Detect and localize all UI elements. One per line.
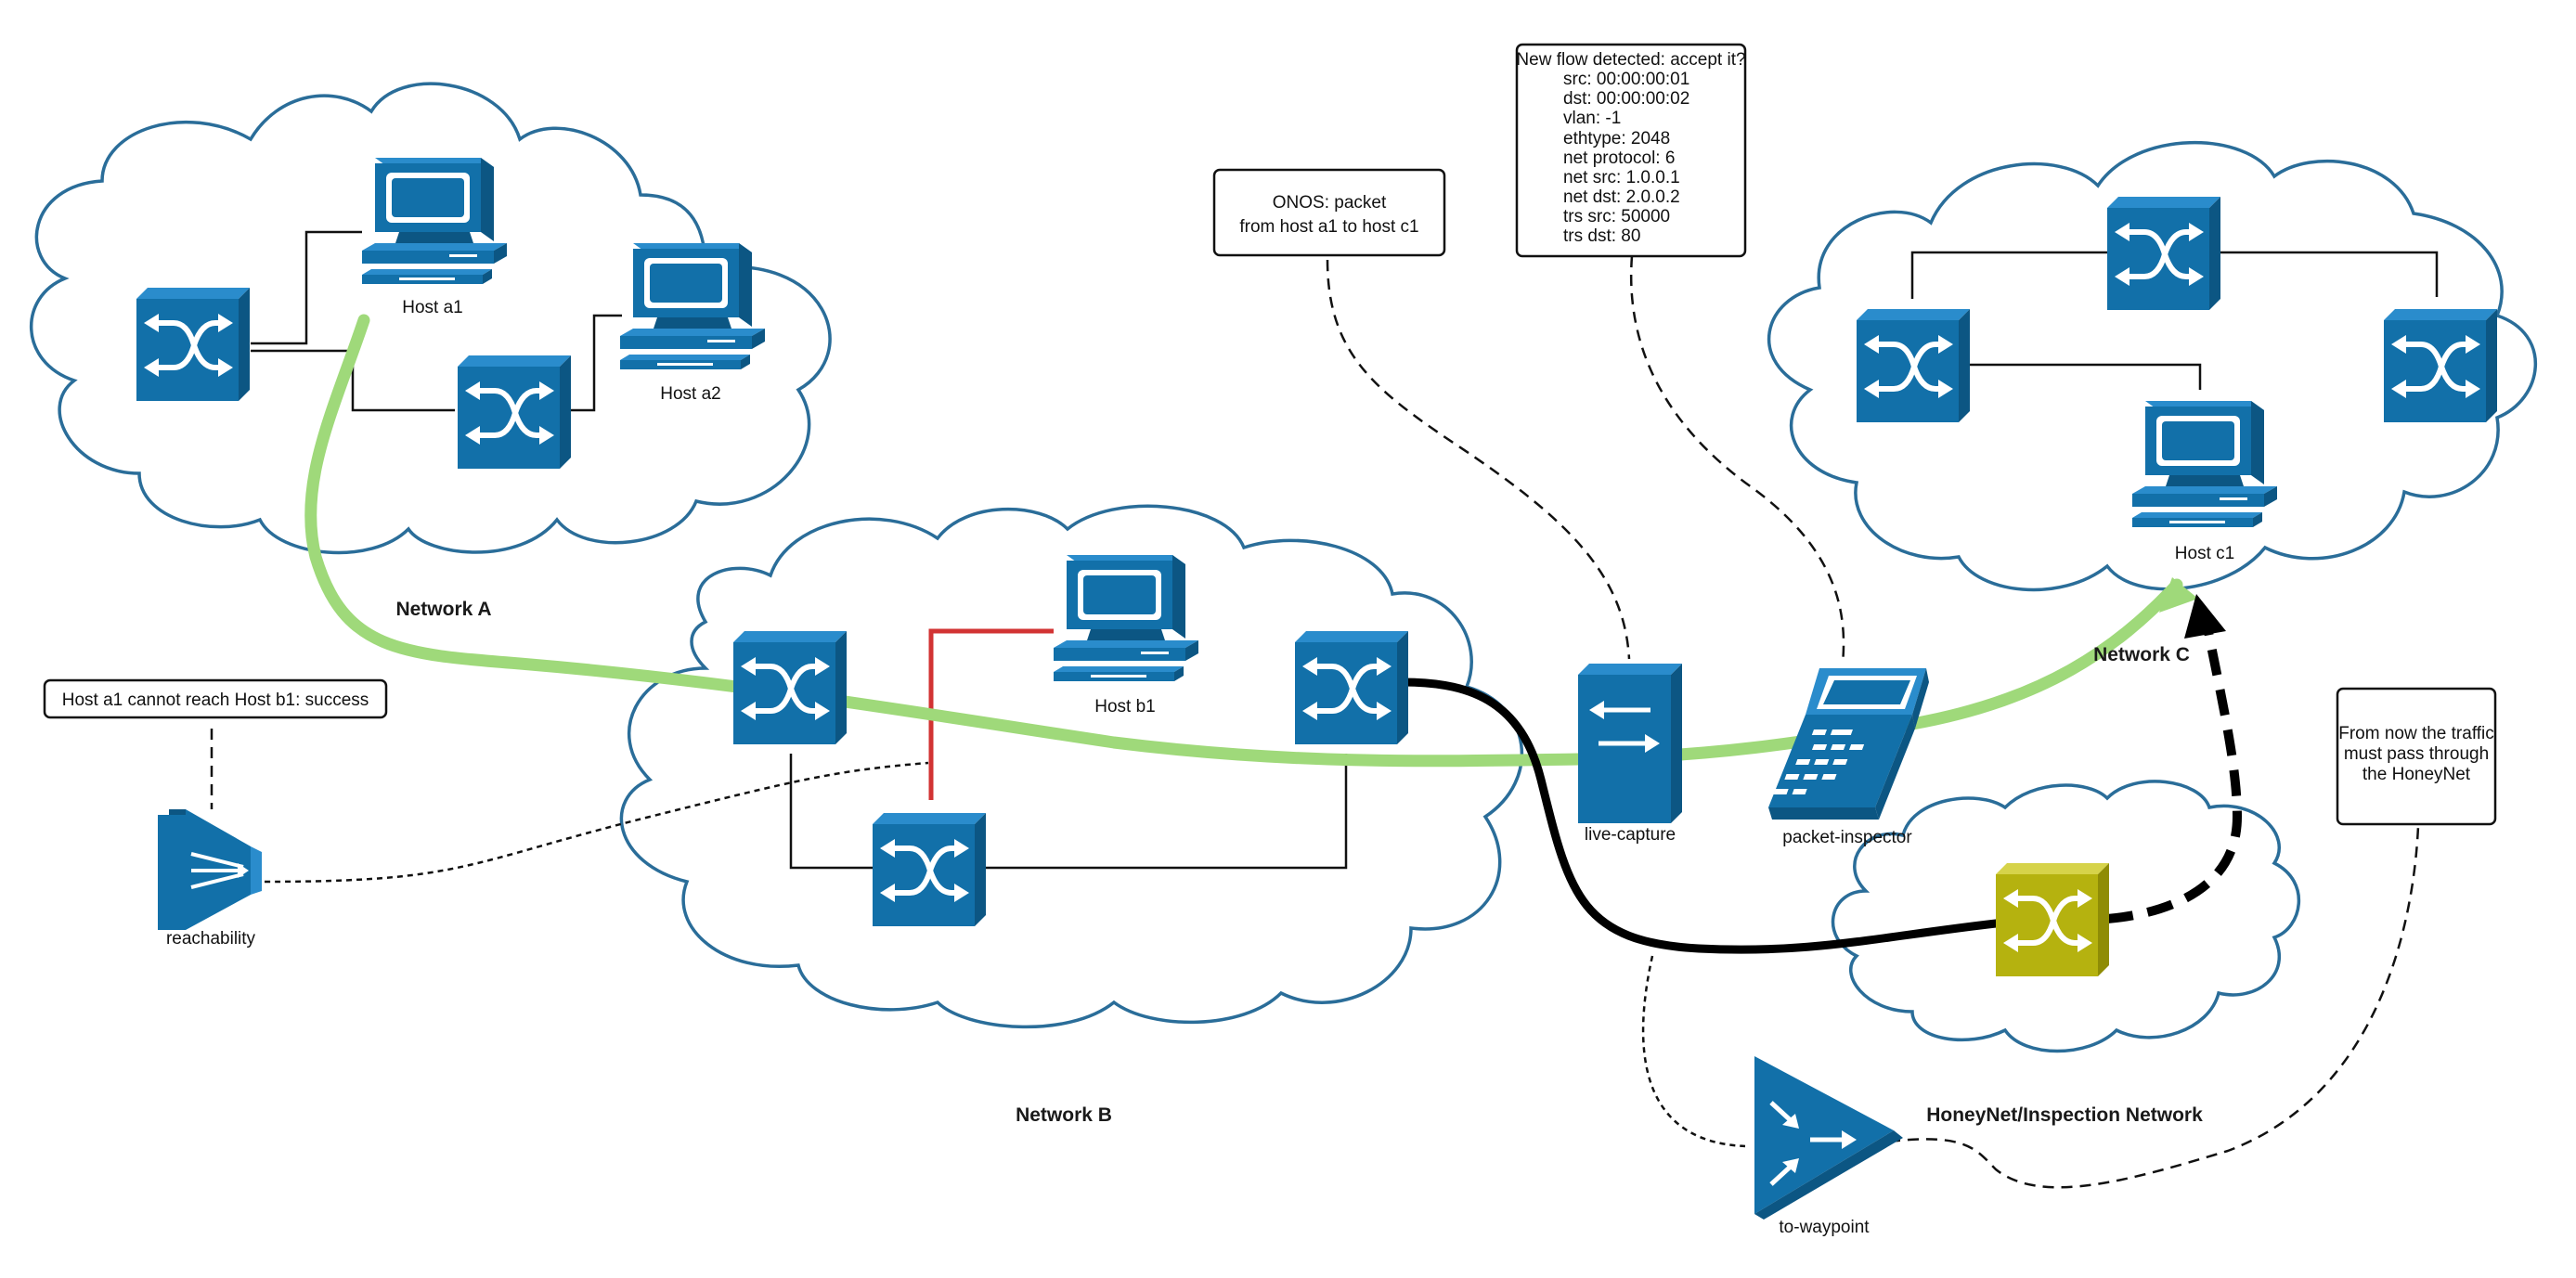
honeynet-notice-line-1: From now the traffic [2338,724,2494,743]
switch-c2[interactable] [2107,197,2220,310]
cloud-network-c [1767,141,2537,592]
honeynet-notice-line-2: must pass through [2344,744,2489,764]
allowed-path-arrowhead [2159,577,2198,613]
link-a-s2-host-a2 [562,314,622,412]
network-a-label: Network A [395,599,491,620]
switch-honeynet[interactable] [1996,863,2109,976]
redirected-path-arrowhead [2184,594,2226,639]
reach-status-note: Host a1 cannot reach Host b1: success [43,678,388,719]
host-a1-label: Host a1 [402,298,462,317]
redirected-path-dashed [2106,612,2243,923]
flow-field-net-dst: net dst: 2.0.0.2 [1563,187,1680,207]
network-b-label: Network B [1016,1104,1112,1126]
link-a-s1-host-a1 [251,230,362,345]
live-capture-label: live-capture [1585,825,1676,845]
switch-a1[interactable] [136,288,250,401]
honeynet-label: HoneyNet/Inspection Network [1926,1104,2203,1126]
switch-c1[interactable] [1857,309,1970,422]
onos-packet-line-2: from host a1 to host c1 [1239,217,1418,237]
link-c-s1-host-c1 [1968,363,2202,390]
dashed-waypoint-to-notice [1888,825,2420,1189]
packet-inspector-label: packet-inspector [1782,828,1912,847]
network-c-label: Network C [2093,644,2190,665]
link-a-s1-s2 [251,349,455,412]
flow-prompt-title: New flow detected: accept it? [1516,50,1745,70]
reachability-app[interactable] [158,809,262,930]
reach-status-text: Host a1 cannot reach Host b1: success [62,691,369,710]
dashed-onos-note [1326,259,1631,660]
link-b-s1-s3 [789,754,873,870]
to-waypoint-app[interactable] [1754,1056,1903,1220]
flow-field-trs-src: trs src: 50000 [1563,207,1670,226]
flow-field-ethtype: ethtype: 2048 [1563,129,1670,148]
honeynet-notice-note: From now the traffic must pass through t… [2336,687,2497,826]
host-a2-label: Host a2 [660,384,720,404]
flow-prompt-note: New flow detected: accept it? src: 00:00… [1515,43,1747,258]
host-c1-label: Host c1 [2175,544,2234,563]
switch-b3[interactable] [873,813,986,926]
honeynet-notice-line-3: the HoneyNet [2362,765,2471,784]
link-c-s2-s3 [2219,251,2439,297]
live-capture-server[interactable] [1578,664,1682,823]
onos-packet-line-1: ONOS: packet [1273,193,1387,213]
to-waypoint-label: to-waypoint [1779,1218,1870,1237]
redirected-path-solid [1399,678,2028,954]
flow-field-trs-dst: trs dst: 80 [1563,226,1640,246]
link-b-s3-s2 [979,754,1348,870]
dashed-flow-note [1629,255,1845,665]
flow-field-dst: dst: 00:00:00:02 [1563,89,1689,109]
reachability-label: reachability [166,929,256,949]
flow-field-vlan: vlan: -1 [1563,109,1621,128]
flow-field-net-src: net src: 1.0.0.1 [1563,168,1680,187]
flow-field-src: src: 00:00:00:01 [1563,70,1689,89]
switch-c3[interactable] [2384,309,2497,422]
dashed-reachability-to-b [264,761,929,884]
cloud-network-a [30,82,832,555]
switch-b2[interactable] [1295,631,1408,744]
link-c-s1-s2 [1910,251,2112,299]
host-b1-label: Host b1 [1094,697,1155,716]
blocked-link-b-host-b1 [928,628,1054,800]
switch-a2[interactable] [458,355,571,469]
dashed-live-capture-to-waypoint [1641,955,1746,1148]
flow-field-net-protocol: net protocol: 6 [1563,148,1675,168]
switch-b1[interactable] [733,631,847,744]
packet-inspector-device[interactable] [1768,668,1929,820]
onos-packet-note: ONOS: packet from host a1 to host c1 [1212,168,1446,257]
